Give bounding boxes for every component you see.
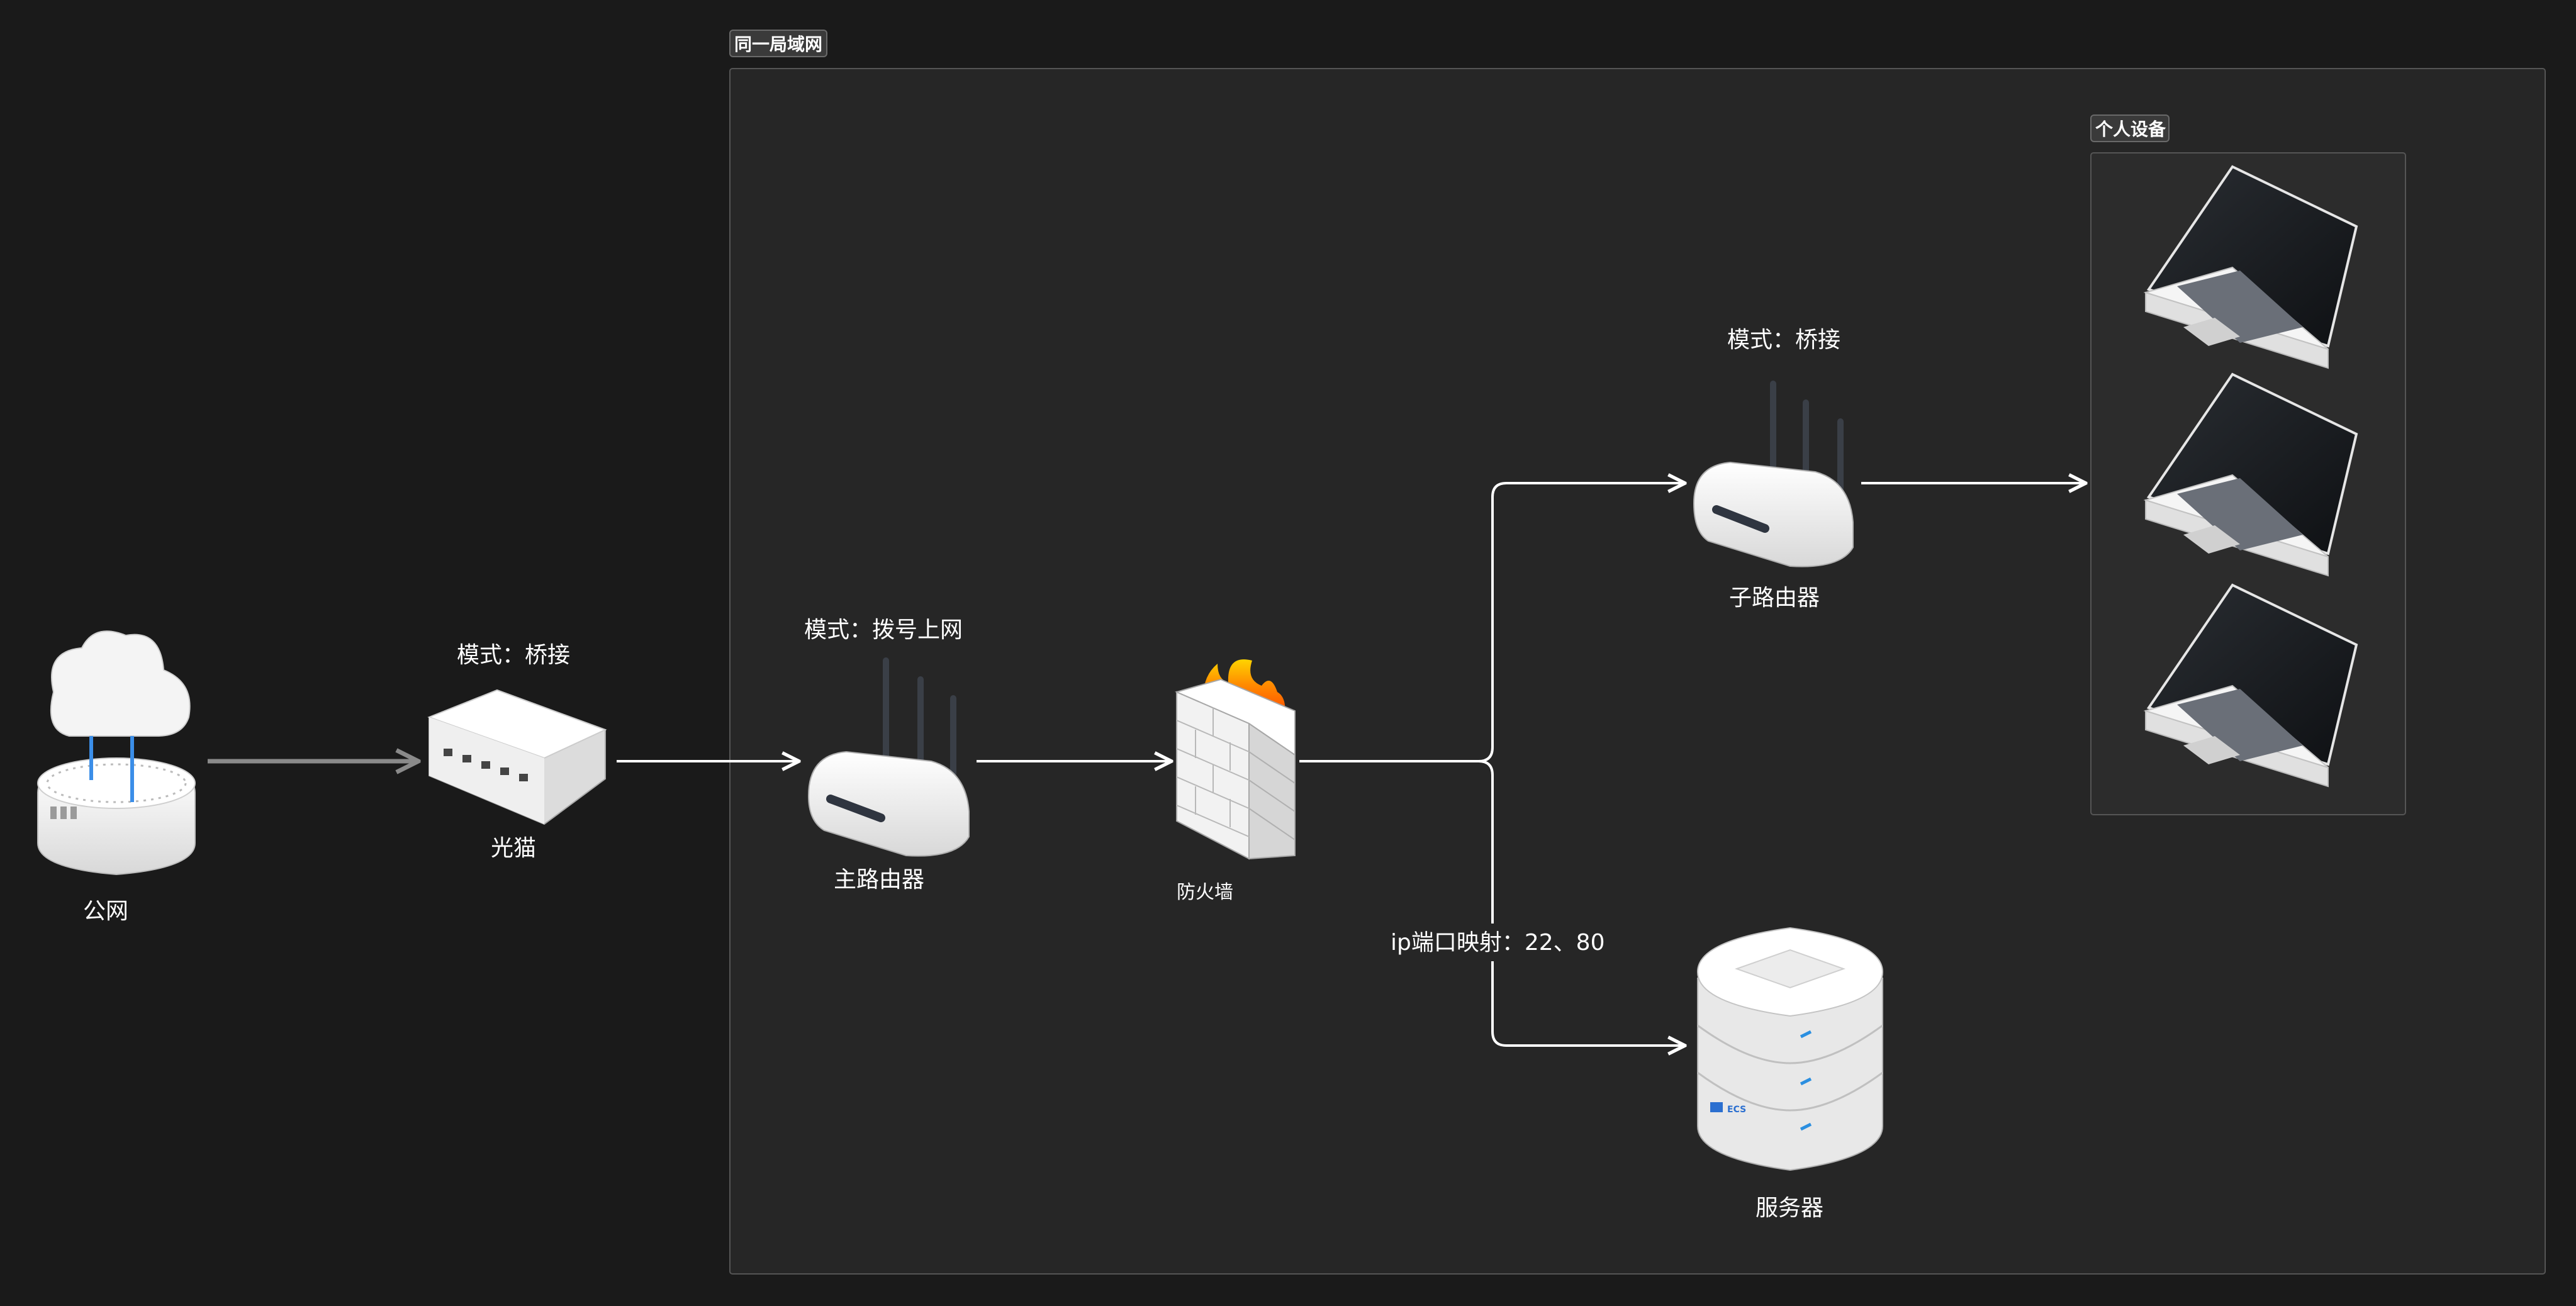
firewall-label: 防火墙 [1177,881,1233,903]
cloud-icon [37,630,196,876]
server-node: ECS 服务器 [1696,927,1884,1221]
personal-group-tag-bg [2090,114,2170,142]
edge-label-bg [1384,924,1598,961]
lan-group-title: 同一局域网 [734,34,822,55]
sub-router-node: 模式：桥接 子路由器 [1693,327,1854,611]
laptop-icon [2143,583,2358,788]
laptop-icon [2143,372,2358,577]
firewall-node: 防火墙 [1175,659,1296,903]
router-icon [807,657,970,857]
brick-wall-icon [1175,678,1296,860]
main-router-mode-label: 模式：拨号上网 [804,617,963,643]
modem-icon [427,689,607,825]
sub-router-mode-label: 模式：桥接 [1727,327,1840,353]
port-mapping-label: ip端口映射：22、80 [1391,930,1604,956]
main-router-label: 主路由器 [834,867,924,893]
connections: ip端口映射：22、80 [208,483,2086,1046]
edge-firewall-server [1478,760,1685,1046]
modem-mode-label: 模式：桥接 [457,642,570,668]
server-label: 服务器 [1756,1195,1823,1221]
server-icon: ECS [1696,927,1884,1171]
internet-node: 公网 [37,630,196,924]
main-router-node: 模式：拨号上网 主路由器 [804,617,970,893]
internet-label: 公网 [83,898,128,924]
sub-router-label: 子路由器 [1729,585,1820,611]
server-badge: ECS [1727,1105,1746,1115]
router-icon [1693,381,1854,567]
lan-group-tag-bg [729,30,827,57]
modem-label: 光猫 [491,835,536,861]
laptop-icon [2143,165,2358,369]
laptop-list [2143,165,2358,788]
edge-firewall-subrouter [1299,483,1685,762]
modem-node: 模式：桥接 光猫 [427,642,607,861]
personal-group-title: 个人设备 [2095,119,2166,140]
